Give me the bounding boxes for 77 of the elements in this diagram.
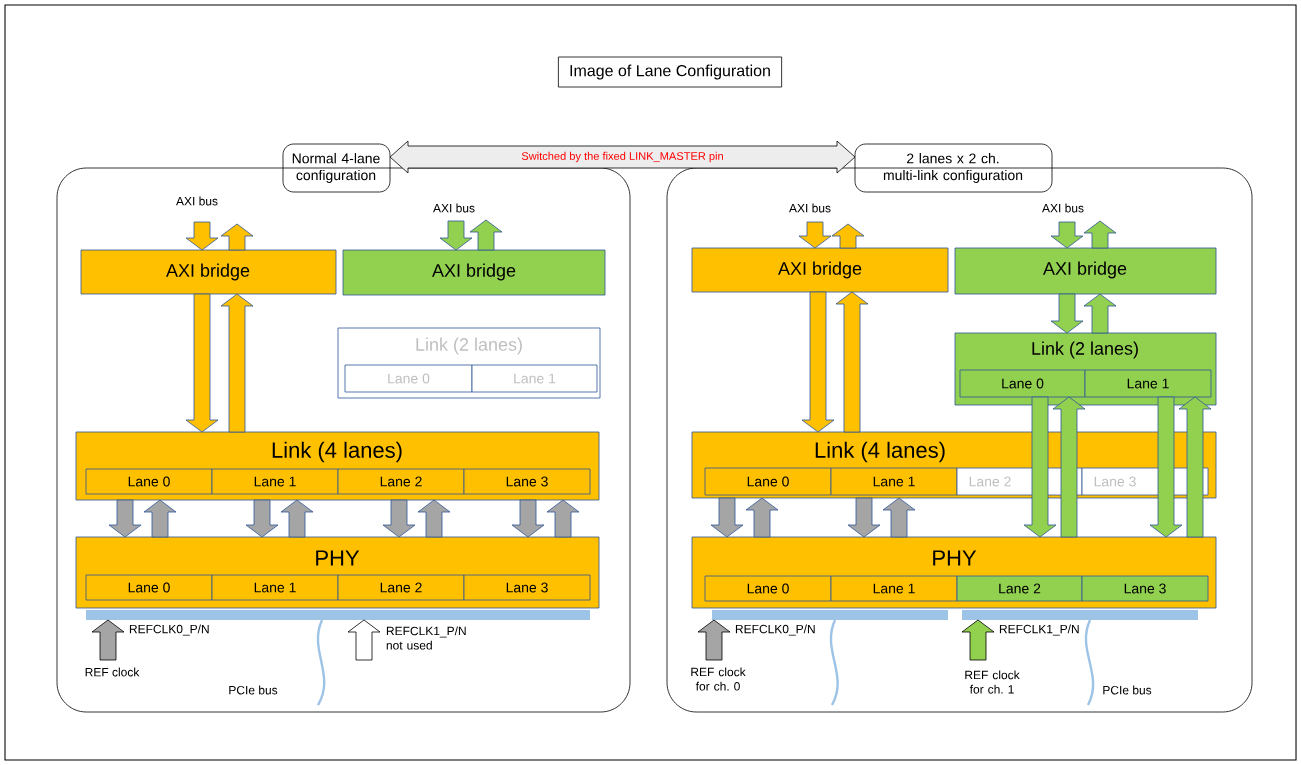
arrow (439, 220, 473, 251)
lane-cell: Lane 3 (463, 468, 591, 495)
arrow (697, 619, 731, 661)
bus-label: AXI bus (433, 203, 475, 213)
arrow (220, 223, 254, 251)
bus-bar (712, 610, 948, 620)
panel-frame (56, 167, 631, 713)
lane-cell: Lane 2 (956, 575, 1083, 602)
lane-cell: Lane 0 (85, 468, 213, 495)
arrow (245, 499, 279, 538)
bus-label: PCIe bus (1103, 685, 1152, 695)
arrow (143, 499, 177, 538)
lane-cell: Lane 1 (211, 574, 339, 601)
arrow (347, 619, 381, 661)
arrow (1083, 293, 1117, 334)
clock-label: REF clock for ch. 0 (691, 667, 746, 691)
arrow (798, 221, 832, 249)
bus-label: AXI bus (1042, 203, 1084, 213)
edge-label: REFCLK1_P/N (998, 623, 1081, 637)
arrow (801, 291, 835, 433)
bridge-box: AXI bridge (954, 247, 1217, 295)
arrow (382, 499, 416, 538)
arrow (417, 499, 451, 538)
bridge-box: AXI bridge (691, 247, 949, 293)
arrow (710, 497, 744, 538)
lane-cell: Lane 3 (463, 574, 591, 601)
bus-bar (962, 610, 1198, 620)
arrow (961, 619, 995, 661)
lane-cell: Lane 1 (471, 364, 598, 393)
arrow (1178, 396, 1212, 538)
lane-cell: Lane 1 (830, 467, 958, 496)
arrow (108, 499, 142, 538)
arrow (1052, 396, 1086, 538)
arrow (835, 291, 869, 433)
lane-cell: Lane 1 (1084, 369, 1212, 398)
lane-cell: Lane 0 (704, 467, 832, 496)
lane-cell: Lane 3 (1081, 575, 1209, 602)
bus-bar (86, 610, 590, 620)
lane-cell: Lane 1 (830, 575, 958, 602)
edge-label: REFCLK1_P/N not used (385, 625, 466, 651)
arrow (1050, 293, 1084, 334)
lane-cell: Lane 0 (704, 575, 832, 602)
bus-label: AXI bus (789, 203, 831, 213)
clock-label: REF clock for ch. 1 (965, 670, 1020, 694)
arrow (185, 293, 219, 433)
arrow (1023, 396, 1057, 538)
lane-cell: Lane 2 (337, 574, 465, 601)
arrow (882, 497, 916, 538)
bus-label: PCIe bus (229, 685, 278, 695)
config-label: 2 lanes x 2 ch. multi-link configuration (854, 143, 1053, 193)
lane-cell: Lane 2 (337, 468, 465, 495)
arrow (185, 221, 219, 251)
clock-label: REF clock (85, 667, 140, 677)
lane-cell: Lane 0 (959, 369, 1086, 398)
bus-label: AXI bus (176, 196, 218, 206)
lane-cell: Lane 0 (85, 574, 213, 601)
lane-cell: Lane 1 (211, 468, 339, 495)
edge-label: REFCLK0_P/N (128, 623, 211, 637)
arrow (511, 499, 545, 538)
arrow (1083, 220, 1117, 249)
arrow (546, 499, 580, 538)
edge-label: REFCLK0_P/N (734, 623, 817, 637)
arrow (847, 497, 881, 538)
arrow (1149, 396, 1183, 538)
lane-cell: Lane 0 (344, 364, 473, 393)
arrow (745, 497, 779, 538)
arrow (831, 223, 865, 249)
arrow (1050, 221, 1084, 249)
config-label: Normal 4-lane configuration (282, 143, 391, 193)
bridge-box: AXI bridge (80, 249, 337, 295)
title-box: Image of Lane Configuration (558, 56, 783, 88)
bridge-box: AXI bridge (342, 249, 606, 296)
arrow (91, 619, 125, 661)
arrow (280, 499, 314, 538)
panel-frame (666, 167, 1253, 713)
arrow (469, 219, 503, 251)
arrow (220, 293, 254, 433)
